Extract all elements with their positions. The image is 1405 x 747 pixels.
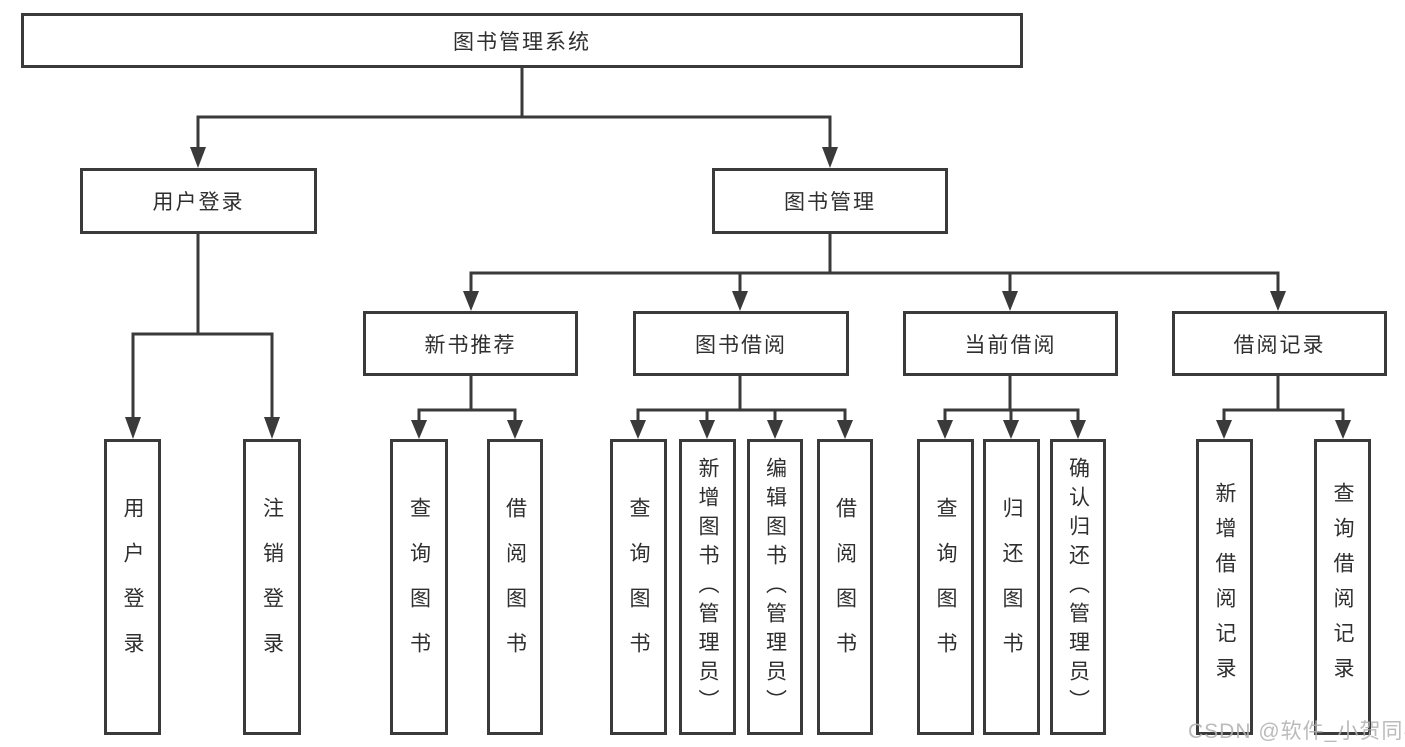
node-leaf-borrow-query: 查询图书 xyxy=(610,439,667,735)
node-new-book-recommend-label: 新书推荐 xyxy=(424,333,517,357)
arrowhead xyxy=(937,420,953,439)
arrowhead xyxy=(1216,420,1232,439)
arrowhead xyxy=(190,147,206,168)
node-leaf-borrow-edit-admin: 编辑图书（管理员） xyxy=(747,439,803,735)
node-leaf-user-login: 用户登录 xyxy=(104,439,161,735)
arrowhead xyxy=(1335,420,1351,439)
node-new-book-recommend: 新书推荐 xyxy=(363,311,578,376)
node-book-borrow: 图书借阅 xyxy=(633,311,849,376)
node-leaf-borrow-borrow: 借阅图书 xyxy=(817,439,873,735)
node-leaf-current-return-label: 归还图书 xyxy=(1000,497,1023,677)
arrowhead xyxy=(1070,420,1086,439)
arrowhead xyxy=(822,147,838,168)
node-borrow-records-label: 借阅记录 xyxy=(1233,333,1326,357)
connector-lines xyxy=(131,68,1345,421)
node-current-borrow: 当前借阅 xyxy=(903,311,1118,376)
node-leaf-newbook-query: 查询图书 xyxy=(390,439,448,735)
arrowhead xyxy=(1003,420,1019,439)
node-leaf-records-add: 新增借阅记录 xyxy=(1196,439,1253,735)
arrowhead xyxy=(699,420,715,439)
node-borrow-records: 借阅记录 xyxy=(1172,311,1387,376)
node-current-borrow-label: 当前借阅 xyxy=(964,333,1057,357)
node-leaf-records-query: 查询借阅记录 xyxy=(1314,439,1371,735)
arrowhead xyxy=(264,417,280,439)
node-leaf-borrow-query-label: 查询图书 xyxy=(627,497,650,677)
arrowhead xyxy=(125,417,141,439)
arrowhead xyxy=(732,291,748,311)
node-leaf-borrow-borrow-label: 借阅图书 xyxy=(833,497,857,677)
node-leaf-current-return: 归还图书 xyxy=(983,439,1040,735)
node-leaf-records-add-label: 新增借阅记录 xyxy=(1213,482,1236,692)
node-leaf-user-login-label: 用户登录 xyxy=(121,497,144,677)
node-leaf-records-query-label: 查询借阅记录 xyxy=(1331,482,1354,692)
node-leaf-current-confirm-admin: 确认归还（管理员） xyxy=(1050,439,1106,735)
arrowhead xyxy=(463,291,479,311)
arrowhead xyxy=(630,420,646,439)
node-leaf-logout-label: 注销登录 xyxy=(260,497,284,677)
node-book-management: 图书管理 xyxy=(712,168,948,234)
arrowhead xyxy=(507,420,523,439)
csdn-watermark: CSDN @软件_小贺同学 xyxy=(1188,720,1405,743)
node-leaf-newbook-borrow-label: 借阅图书 xyxy=(503,497,527,677)
arrowhead xyxy=(837,420,853,439)
node-book-borrow-label: 图书借阅 xyxy=(695,333,787,357)
node-leaf-current-query: 查询图书 xyxy=(917,439,974,735)
node-leaf-borrow-edit-admin-label: 编辑图书（管理员） xyxy=(763,456,787,718)
node-leaf-logout: 注销登录 xyxy=(243,439,301,735)
arrowheads xyxy=(125,147,1351,439)
node-leaf-newbook-borrow: 借阅图书 xyxy=(487,439,543,735)
node-leaf-newbook-query-label: 查询图书 xyxy=(407,497,431,677)
node-leaf-current-query-label: 查询图书 xyxy=(934,497,957,677)
node-user-login: 用户登录 xyxy=(80,168,317,234)
node-user-login-label: 用户登录 xyxy=(152,191,245,214)
node-library-management-system: 图书管理系统 xyxy=(21,13,1023,68)
arrowhead xyxy=(767,420,783,439)
node-leaf-borrow-add-admin-label: 新增图书（管理员） xyxy=(696,456,719,718)
arrowhead xyxy=(1270,291,1286,311)
node-leaf-borrow-add-admin: 新增图书（管理员） xyxy=(679,439,736,735)
arrowhead xyxy=(411,420,427,439)
node-book-management-label: 图书管理 xyxy=(784,191,876,214)
node-library-management-system-label: 图书管理系统 xyxy=(453,30,591,54)
arrowhead xyxy=(1002,291,1018,311)
node-leaf-current-confirm-admin-label: 确认归还（管理员） xyxy=(1066,456,1090,718)
